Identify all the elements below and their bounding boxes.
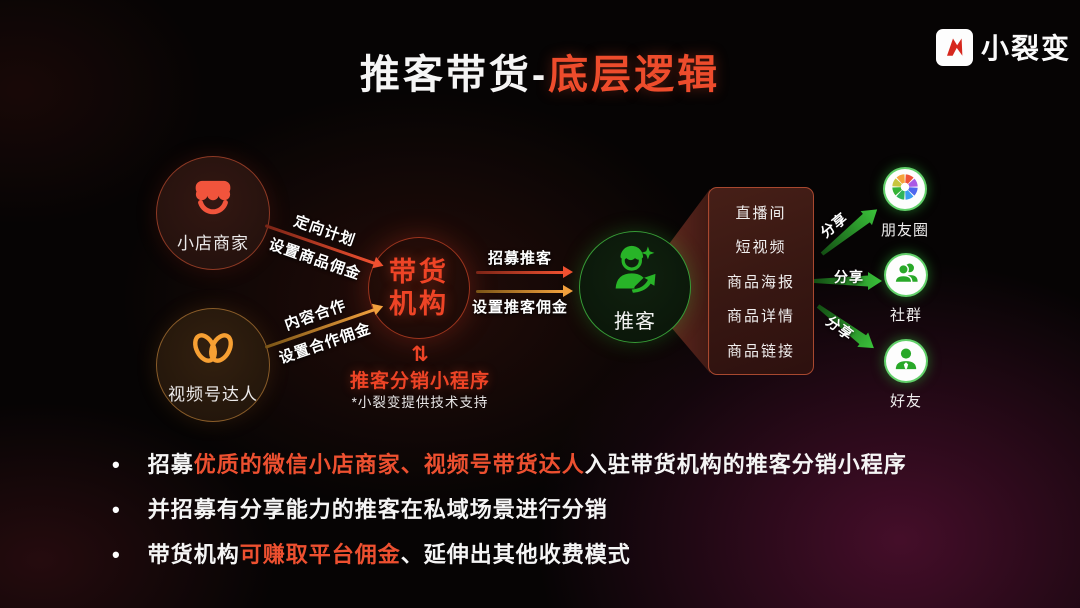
brand-name: 小裂变 <box>981 33 1072 64</box>
moments-label: 朋友圈 <box>880 222 929 239</box>
bullet-1-seg-3: 入驻带货机构的推客分销小程序 <box>584 452 907 477</box>
store-awning-icon <box>187 172 239 225</box>
content-channels-panel: 直播间 短视频 商品海报 商品详情 商品链接 <box>708 187 814 375</box>
bullet-1-text: 招募优质的微信小店商家、视频号带货达人入驻带货机构的推客分销小程序 <box>148 452 907 478</box>
bullet-3-seg-2: 可赚取平台佣金 <box>239 542 401 567</box>
list-item-short-video: 短视频 <box>735 239 787 256</box>
bullet-1-seg-2: 优质的微信小店商家、视频号带货达人 <box>193 452 585 477</box>
wechat-channels-icon <box>185 325 241 376</box>
list-item-product-poster: 商品海报 <box>726 273 795 291</box>
bullet-3-seg-3: 、延伸出其他收费模式 <box>400 542 631 567</box>
page-title: 推客带货-底层逻辑 <box>0 42 1080 100</box>
bullet-dot: • <box>112 497 121 522</box>
share-label-top: 分享 <box>817 209 851 241</box>
bullet-2-seg-1: 并招募有分享能力的推客在私域场景进行分销 <box>147 497 608 522</box>
mini-program-title: 推客分销小程序 <box>349 371 490 392</box>
arrow-channels-to-agency: 内容合作 设置合作佣金 <box>257 286 383 372</box>
promoter-person-share-icon <box>607 240 663 301</box>
title-main: 推客带货- <box>359 53 549 97</box>
share-label-bottom: 分享 <box>823 312 857 344</box>
share-label-middle: 分享 <box>834 269 864 285</box>
brand-logo: 小裂变 <box>936 27 1071 67</box>
bullet-3-text: 带货机构可赚取平台佣金、延伸出其他收费模式 <box>148 542 631 568</box>
bullet-3-seg-1: 带货机构 <box>147 542 240 567</box>
agency-label-line1: 带货 <box>389 256 449 287</box>
node-shop-merchant: 小店商家 <box>156 156 270 270</box>
agency-label-line2: 机构 <box>389 289 449 319</box>
target-friend <box>884 339 928 383</box>
channels-label: 视频号达人 <box>168 385 258 404</box>
title-accent: 底层逻辑 <box>548 53 721 97</box>
promoter-label: 推客 <box>614 311 656 333</box>
bullet-dot: • <box>112 452 121 477</box>
bullet-1: • 招募优质的微信小店商家、视频号带货达人入驻带货机构的推客分销小程序 <box>112 452 1042 478</box>
arrow-line-orange <box>476 285 573 297</box>
bullet-3: • 带货机构可赚取平台佣金、延伸出其他收费模式 <box>112 542 1042 568</box>
arrow-merchant-to-agency: 定向计划 设置商品佣金 <box>257 202 383 288</box>
target-moments <box>883 167 927 211</box>
bullet-1-seg-1: 招募 <box>147 452 194 477</box>
list-item-live-room: 直播间 <box>735 204 787 222</box>
arrow-agency-to-promoter: 招募推客 设置推客佣金 <box>470 247 573 317</box>
node-video-channels-talent: 视频号达人 <box>156 308 270 422</box>
list-item-product-detail: 商品详情 <box>726 308 795 325</box>
bullet-2-text: 并招募有分享能力的推客在私域场景进行分销 <box>148 497 608 523</box>
arrow-label-set-promoter-commission: 设置推客佣金 <box>471 299 568 316</box>
summary-bullets: • 招募优质的微信小店商家、视频号带货达人入驻带货机构的推客分销小程序 • 并招… <box>112 452 1042 587</box>
merchant-label: 小店商家 <box>177 234 249 253</box>
group-people-icon <box>890 257 922 294</box>
target-community <box>884 253 928 297</box>
list-item-product-link: 商品链接 <box>726 342 795 360</box>
person-tie-icon <box>890 343 922 380</box>
node-selling-agency: 带货 机构 <box>368 237 470 339</box>
friend-label: 好友 <box>889 393 922 410</box>
arrow-line-red <box>476 266 573 278</box>
lightning-bolt-icon <box>936 28 973 66</box>
arrow-label-recruit-promoters: 招募推客 <box>487 250 552 267</box>
bullet-dot: • <box>112 542 121 567</box>
sync-arrows-icon: ⇅ <box>411 343 429 366</box>
agency-label: 带货 机构 <box>389 256 449 321</box>
tech-support-note: *小裂变提供技术支持 <box>351 395 489 410</box>
node-promoter: 推客 <box>579 231 691 343</box>
bullet-2: • 并招募有分享能力的推客在私域场景进行分销 <box>112 497 1042 523</box>
wechat-moments-pinwheel-icon <box>888 170 922 209</box>
community-label: 社群 <box>889 307 922 324</box>
